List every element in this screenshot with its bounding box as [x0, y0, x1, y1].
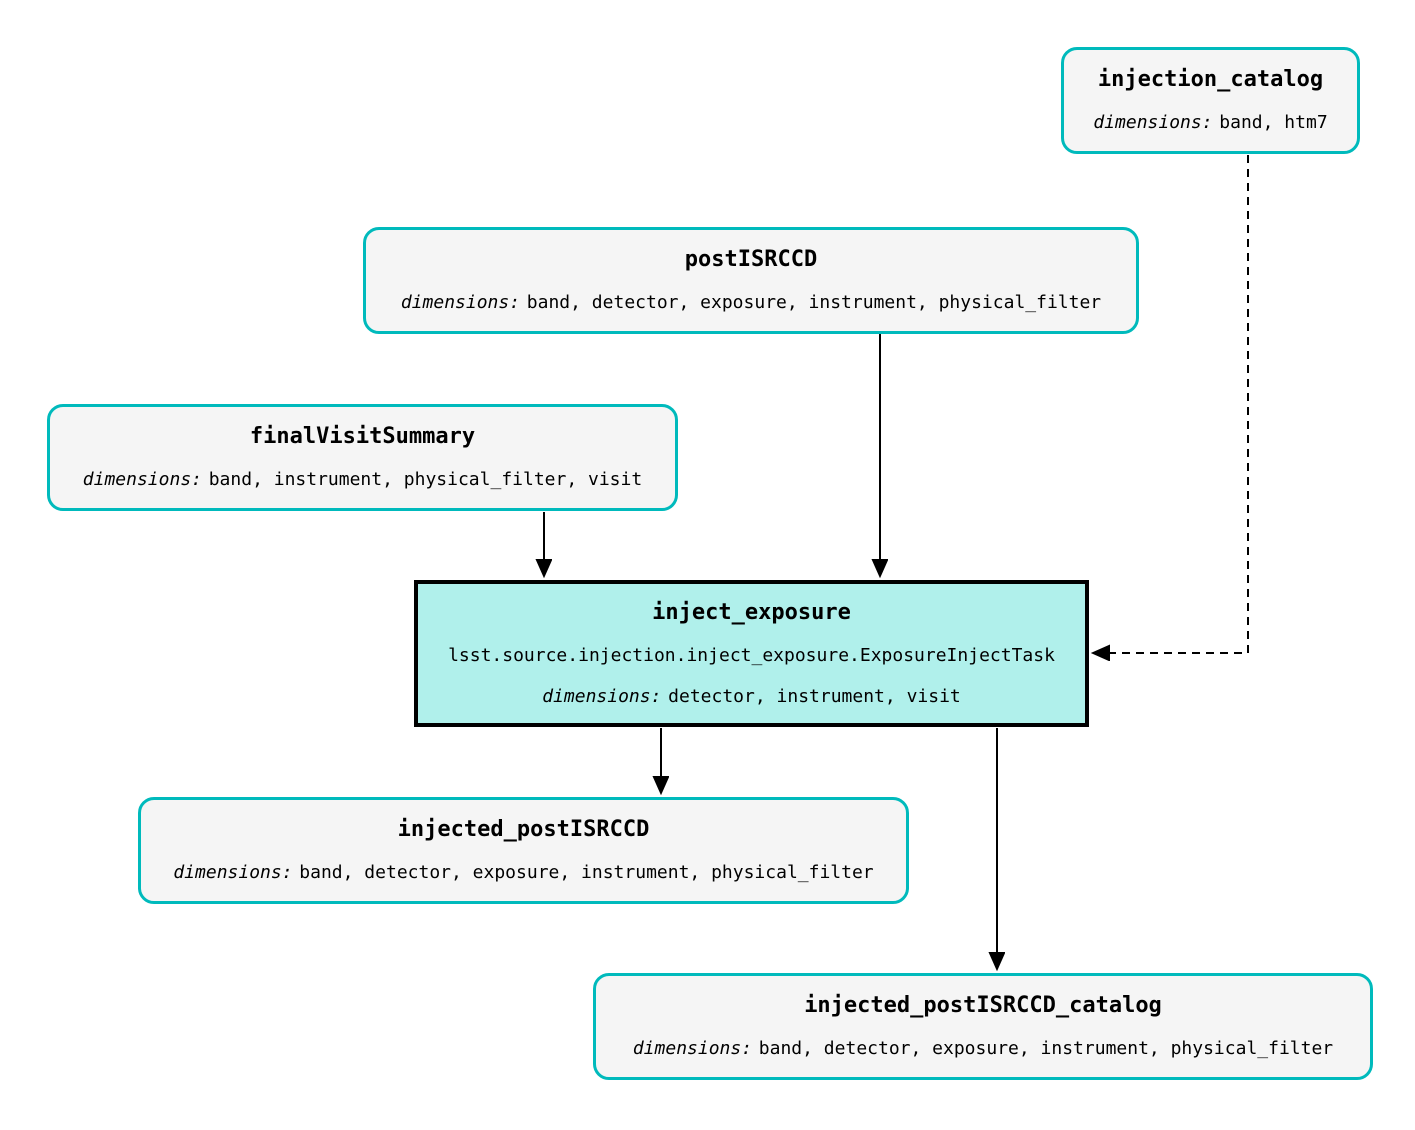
node-title: inject_exposure: [652, 599, 851, 625]
edge-injection-catalog-to-inject-exposure: [1093, 155, 1249, 653]
node-title: injected_postISRCCD: [397, 817, 650, 842]
dimensions-label: dimensions:: [82, 469, 202, 490]
dimensions-label: dimensions:: [1093, 112, 1213, 133]
dimensions-value: band, detector, exposure, instrument, ph…: [758, 1038, 1334, 1059]
dimensions-label: dimensions:: [400, 292, 521, 313]
dimensions-value: band, detector, exposure, instrument, ph…: [526, 292, 1102, 313]
node-finalvisitsummary: finalVisitSummary dimensions: band, instr…: [47, 404, 678, 511]
node-title: injection_catalog: [1097, 67, 1324, 92]
node-dimensions: dimensions:band, detector, exposure, ins…: [633, 1040, 1333, 1058]
node-dimensions: dimensions: band, instrument, physical_fi…: [83, 471, 642, 489]
dimensions-value: detector, instrument, visit: [668, 685, 961, 707]
node-title: injected_postISRCCD_catalog: [804, 993, 1162, 1018]
dimensions-label: dimensions:: [542, 685, 662, 707]
node-injected-postisrccd-catalog: injected_postISRCCD_catalog dimensions:b…: [593, 973, 1373, 1080]
task-class: lsst.source.injection.inject_exposure.Ex…: [448, 644, 1055, 666]
dimensions-value: band, detector, exposure, instrument, ph…: [299, 862, 874, 883]
dimensions-label: dimensions:: [632, 1038, 753, 1059]
node-postisrccd: postISRCCD dimensions:band, detector, ex…: [363, 227, 1139, 334]
dimensions-label: dimensions:: [173, 862, 293, 883]
dimensions-value: band, instrument, physical_filter, visit: [208, 469, 643, 490]
node-dimensions: dimensions:band, detector, exposure, ins…: [401, 294, 1101, 312]
node-dimensions: dimensions: band, htm7: [1093, 114, 1327, 132]
node-dimensions: dimensions: detector, instrument, visit: [542, 685, 961, 707]
node-inject-exposure-task: inject_exposure lsst.source.injection.in…: [414, 580, 1089, 727]
node-title: postISRCCD: [684, 247, 818, 272]
dimensions-value: band, htm7: [1219, 112, 1328, 133]
node-injected-postisrccd: injected_postISRCCD dimensions: band, det…: [138, 797, 909, 904]
node-dimensions: dimensions: band, detector, exposure, ins…: [173, 864, 873, 882]
node-injection-catalog: injection_catalog dimensions: band, htm7: [1061, 47, 1360, 154]
node-title: finalVisitSummary: [249, 424, 476, 449]
